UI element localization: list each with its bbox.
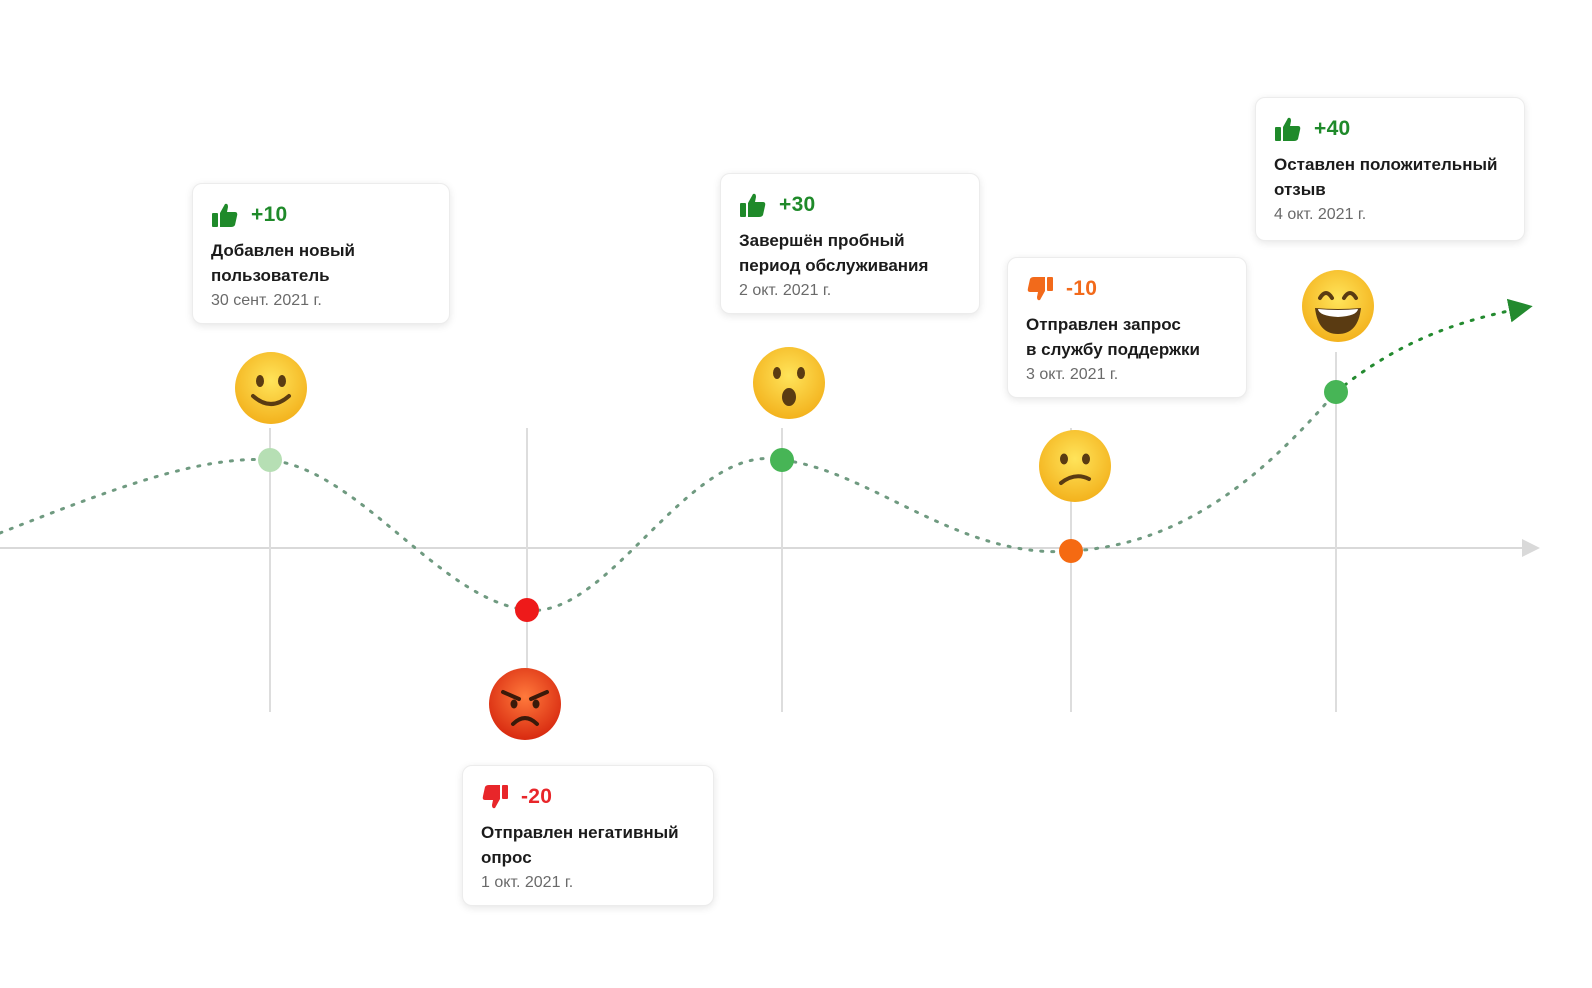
event-score: +10 <box>251 203 288 226</box>
angry-face-icon <box>489 668 561 740</box>
event-card[interactable]: -20 Отправлен негативный опрос 1 окт. 20… <box>462 765 714 906</box>
slightly-smiling-face-icon <box>235 352 307 424</box>
event-title: Отправлен запрос в службу поддержки <box>1026 315 1201 359</box>
grinning-face-icon <box>1302 270 1374 342</box>
thumb-up-icon <box>740 193 766 217</box>
event-title: Отправлен негативный опрос <box>481 823 679 867</box>
event-title: Завершён пробный период обслуживания <box>739 231 929 275</box>
sentiment-curve <box>0 390 1338 612</box>
axis-arrow-icon <box>1522 539 1540 557</box>
event-score: -10 <box>1066 277 1098 300</box>
event-card[interactable]: +30 Завершён пробный период обслуживания… <box>720 173 980 314</box>
event-title: Добавлен новый пользователь <box>211 241 355 285</box>
event-date: 1 окт. 2021 г. <box>481 874 574 891</box>
thumb-up-icon <box>212 203 238 227</box>
event-date: 2 окт. 2021 г. <box>739 282 832 299</box>
event-point[interactable] <box>515 598 539 622</box>
event-date: 3 окт. 2021 г. <box>1026 366 1119 383</box>
surprised-face-icon <box>753 347 825 419</box>
event-point[interactable] <box>1059 539 1083 563</box>
event-card[interactable]: -10 Отправлен запрос в службу поддержки … <box>1007 257 1247 398</box>
confused-face-icon <box>1039 430 1111 502</box>
event-point[interactable] <box>258 448 282 472</box>
event-score: -20 <box>521 785 553 808</box>
event-title: Оставлен положительный отзыв <box>1274 155 1498 199</box>
event-point[interactable] <box>1324 380 1348 404</box>
event-score: +30 <box>779 193 816 216</box>
thumb-down-icon <box>482 785 508 809</box>
thumb-down-icon <box>1027 277 1053 301</box>
event-date: 4 окт. 2021 г. <box>1274 206 1367 223</box>
event-card[interactable]: +40 Оставлен положительный отзыв 4 окт. … <box>1255 97 1525 241</box>
event-card[interactable]: +10 Добавлен новый пользователь 30 сент.… <box>192 183 450 324</box>
event-point[interactable] <box>770 448 794 472</box>
thumb-up-icon <box>1275 117 1301 141</box>
event-score: +40 <box>1314 117 1351 140</box>
sentiment-curve-trend <box>1334 298 1533 394</box>
event-date: 30 сент. 2021 г. <box>211 292 322 309</box>
